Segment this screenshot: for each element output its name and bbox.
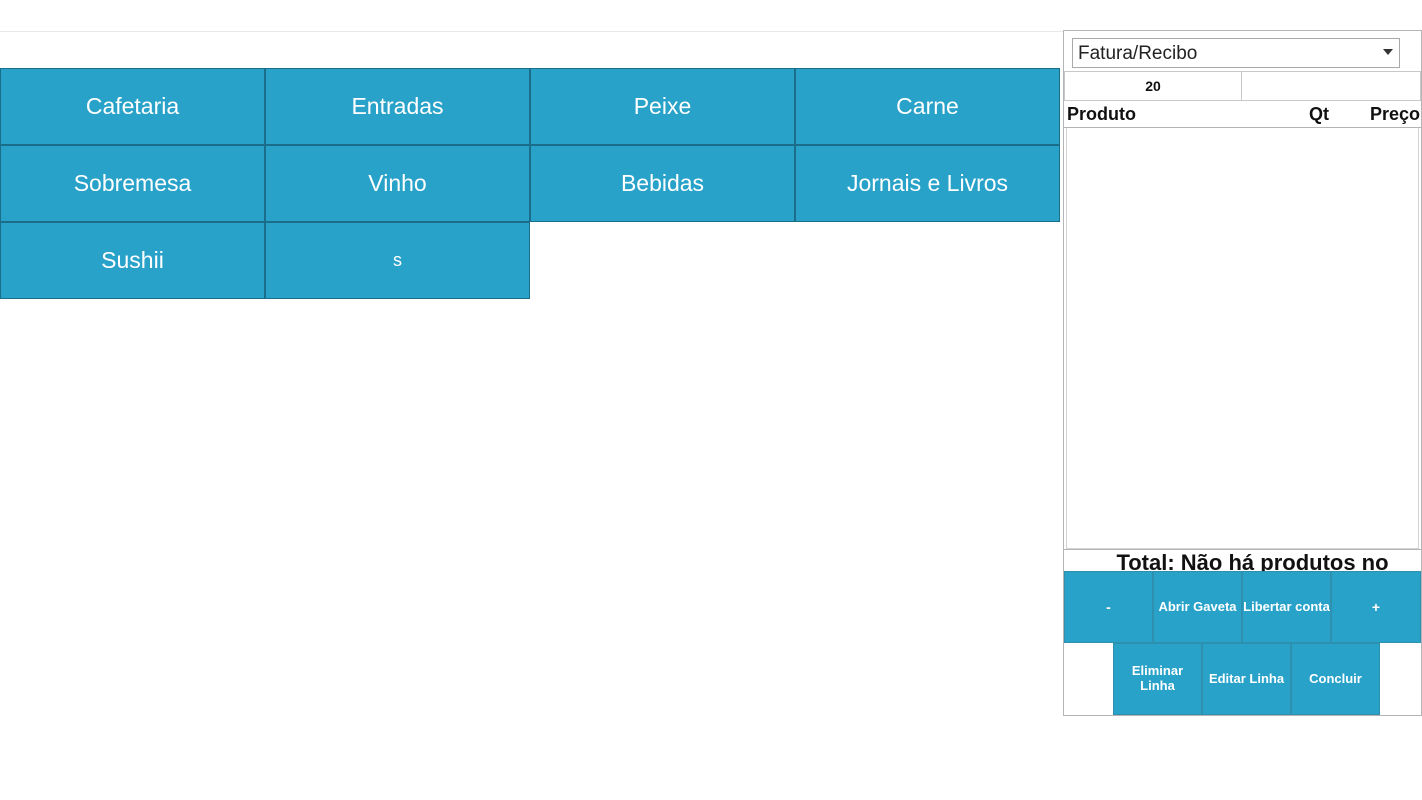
decrement-button[interactable]: - — [1064, 571, 1153, 643]
family-tile-bebidas[interactable]: Bebidas — [530, 145, 795, 222]
column-header-produto: Produto — [1067, 104, 1136, 124]
family-tile-cafetaria[interactable]: Cafetaria — [0, 68, 265, 145]
family-tile-sushii[interactable]: Sushii — [0, 222, 265, 299]
button-label: Abrir Gaveta — [1158, 598, 1237, 614]
tile-label: Vinho — [368, 170, 427, 196]
button-label: - — [1106, 598, 1111, 615]
button-label: Editar Linha — [1208, 670, 1285, 686]
concluir-button[interactable]: Concluir — [1291, 643, 1380, 715]
order-meta-row: 20 — [1064, 71, 1421, 101]
tile-label: Carne — [896, 93, 959, 119]
family-tile-s[interactable]: s — [265, 222, 530, 299]
family-tile-carne[interactable]: Carne — [795, 68, 1060, 145]
increment-button[interactable]: + — [1331, 571, 1421, 643]
document-type-select[interactable]: Fatura/Recibo — [1072, 38, 1400, 68]
tile-label: Sushii — [101, 247, 164, 273]
button-label: Libertar conta — [1243, 598, 1330, 614]
family-tile-entradas[interactable]: Entradas — [265, 68, 530, 145]
table-number-cell[interactable]: 20 — [1064, 71, 1242, 101]
button-label: + — [1371, 598, 1381, 615]
tile-label: Jornais e Livros — [846, 170, 1009, 196]
order-table-body[interactable] — [1066, 128, 1419, 549]
libertar-conta-button[interactable]: Libertar conta — [1242, 571, 1331, 643]
document-type-select-wrapper: Fatura/Recibo — [1072, 38, 1400, 68]
abrir-gaveta-button[interactable]: Abrir Gaveta — [1153, 571, 1242, 643]
tile-label: Peixe — [633, 93, 692, 119]
button-label: Concluir — [1309, 670, 1362, 686]
spacer-left — [1064, 643, 1113, 715]
family-tile-grid: Cafetaria Entradas Peixe Carne Sobremesa… — [0, 68, 1062, 299]
editar-linha-button[interactable]: Editar Linha — [1202, 643, 1291, 715]
order-table-header: Produto Qt Preço — [1064, 101, 1421, 128]
tile-label: Entradas — [351, 93, 444, 119]
action-button-row-1: - Abrir Gaveta Libertar conta + — [1064, 571, 1421, 643]
family-tile-jornais-e-livros[interactable]: Jornais e Livros — [795, 145, 1060, 222]
eliminar-linha-button[interactable]: Eliminar Linha — [1113, 643, 1202, 715]
tile-label: Bebidas — [620, 170, 705, 196]
spacer-right — [1380, 643, 1421, 715]
topbar-divider — [0, 31, 1422, 32]
column-header-qt: Qt — [1309, 104, 1329, 124]
order-panel: Fatura/Recibo 20 Produto Qt Preço Total:… — [1063, 30, 1422, 716]
tile-label: s — [393, 250, 402, 270]
column-header-preco: Preço — [1370, 104, 1421, 124]
order-meta-empty-cell[interactable] — [1242, 71, 1421, 101]
family-tile-sobremesa[interactable]: Sobremesa — [0, 145, 265, 222]
action-button-row-2: Eliminar Linha Editar Linha Concluir — [1064, 643, 1421, 715]
family-tile-vinho[interactable]: Vinho — [265, 145, 530, 222]
tile-label: Cafetaria — [85, 93, 180, 119]
order-total-text: Total: Não há produtos no — [1116, 550, 1389, 575]
button-label: Eliminar Linha — [1131, 663, 1184, 693]
family-tile-peixe[interactable]: Peixe — [530, 68, 795, 145]
tile-label: Sobremesa — [73, 170, 192, 196]
